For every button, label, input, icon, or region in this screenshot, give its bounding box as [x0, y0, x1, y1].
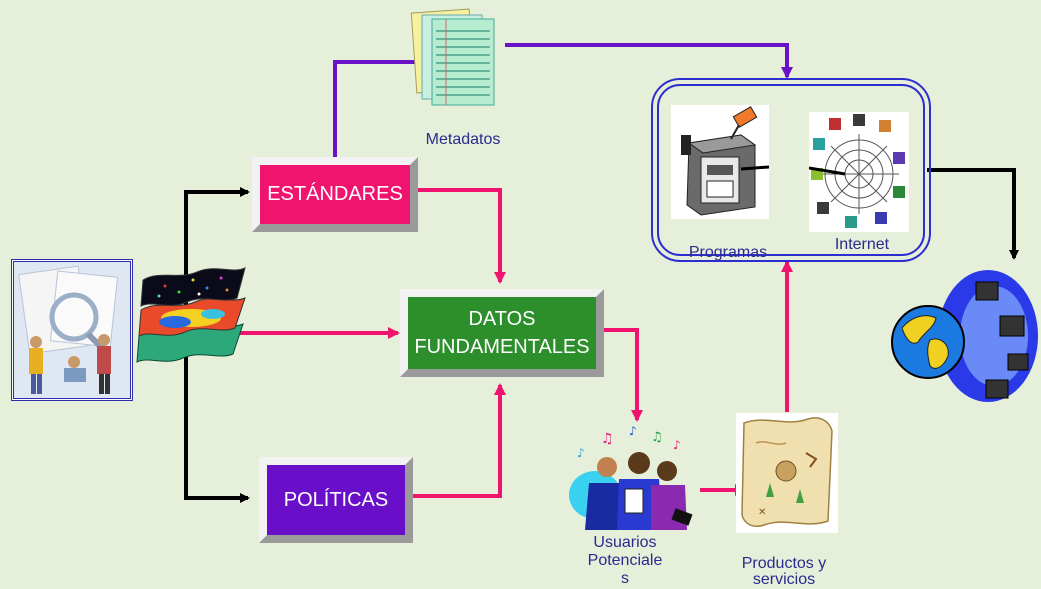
usuarios-label-3: s [621, 570, 629, 587]
svg-text:♫: ♫ [651, 430, 663, 445]
datos-fundamentales-box[interactable]: DATOS FUNDAMENTALES [408, 297, 596, 369]
arrow-estandares-to-metadatos [333, 56, 430, 157]
notepad-icon [408, 7, 508, 107]
arrow-metadatos-to-web [505, 43, 793, 79]
arrow-to-estandares [184, 187, 250, 262]
globe-network-icon [888, 262, 1038, 412]
politicas-label: POLÍTICAS [283, 488, 389, 511]
svg-text:♪: ♪ [629, 425, 637, 438]
datos-label-line2: FUNDAMENTALES [414, 336, 590, 358]
estandares-box[interactable]: ESTÁNDARES [260, 165, 410, 224]
estandares-label: ESTÁNDARES [267, 183, 403, 205]
web-container-outer [651, 78, 931, 262]
usuarios-label-1: Usuarios [593, 534, 657, 551]
arrow-datos-to-usuarios [603, 328, 643, 422]
network-web-icon [808, 112, 909, 232]
politicas-box[interactable]: POLÍTICAS [267, 465, 405, 535]
productos-label-2: servicios [752, 571, 816, 588]
svg-text:♪: ♪ [577, 446, 585, 460]
svg-text:♪: ♪ [673, 438, 681, 452]
server-icon [671, 105, 770, 219]
programas-label: Programas [688, 244, 768, 261]
arrow-estandares-to-datos [417, 188, 506, 284]
datos-label-line1: DATOS [468, 308, 536, 330]
productos-label-1: Productos y [741, 555, 827, 572]
svg-text:♫: ♫ [601, 431, 614, 447]
arrow-politicas-to-datos [413, 383, 506, 498]
internet-label: Internet [834, 236, 890, 253]
people-reading-clipart-icon [11, 259, 133, 401]
map-layers-icon [135, 262, 247, 372]
arrow-web-to-globe [927, 168, 1019, 260]
web-container-inner [657, 84, 925, 256]
svg-text:✕: ✕ [758, 507, 766, 518]
usuarios-label-2: Potenciale [587, 552, 663, 569]
arrow-to-politicas [184, 325, 250, 503]
business-people-icon: ♫ ♪ ♫ ♪ ♪ [567, 424, 699, 530]
metadatos-label: Metadatos [425, 131, 501, 148]
treasure-map-icon: ✕ [736, 413, 838, 533]
